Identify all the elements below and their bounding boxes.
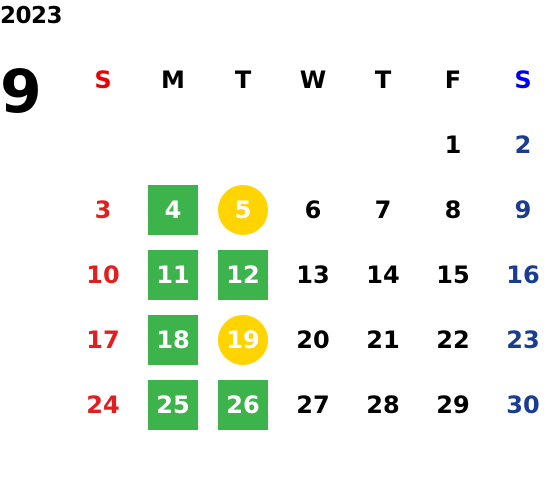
calendar-day-cell[interactable]: 9 — [488, 177, 548, 242]
calendar-day-cell[interactable]: 19 — [208, 307, 278, 372]
weekday-header-row: S M T W T F S — [68, 48, 548, 112]
day-number: 11 — [148, 249, 198, 300]
day-number: 10 — [86, 260, 120, 289]
day-number: 2 — [514, 130, 532, 159]
weekday-header-sunday: S — [94, 66, 112, 94]
weekday-header-friday: F — [444, 66, 462, 94]
day-number: 8 — [444, 195, 462, 224]
calendar-day-cell[interactable]: 27 — [278, 372, 348, 437]
calendar-day-cell[interactable]: 25 — [138, 372, 208, 437]
day-number: 3 — [94, 195, 112, 224]
day-number — [358, 120, 408, 170]
calendar-empty-cell — [348, 112, 418, 177]
day-number: 26 — [218, 379, 268, 430]
calendar-day-cell[interactable]: 4 — [138, 177, 208, 242]
day-number — [288, 120, 338, 170]
calendar-day-cell[interactable]: 17 — [68, 307, 138, 372]
day-number: 12 — [218, 249, 268, 300]
calendar-day-cell[interactable]: 6 — [278, 177, 348, 242]
day-number: 22 — [436, 325, 470, 354]
calendar-day-cell[interactable]: 30 — [488, 372, 548, 437]
day-number — [78, 120, 128, 170]
calendar-day-cell[interactable]: 11 — [138, 242, 208, 307]
calendar-day-cell[interactable]: 21 — [348, 307, 418, 372]
calendar-week-row: 24 25 26 27 28 29 30 — [68, 372, 548, 437]
calendar-day-cell[interactable]: 7 — [348, 177, 418, 242]
calendar-day-cell[interactable]: 13 — [278, 242, 348, 307]
weekday-header-saturday: S — [514, 66, 532, 94]
calendar-week-row: 10 11 12 13 14 15 16 — [68, 242, 548, 307]
calendar-day-cell[interactable]: 22 — [418, 307, 488, 372]
day-number: 24 — [86, 390, 120, 419]
calendar-day-cell[interactable]: 10 — [68, 242, 138, 307]
day-number: 1 — [444, 130, 462, 159]
day-number: 23 — [506, 325, 540, 354]
calendar-empty-cell — [138, 112, 208, 177]
day-number: 29 — [436, 390, 470, 419]
calendar-week-row: 17 18 19 20 21 22 23 — [68, 307, 548, 372]
calendar-empty-cell — [68, 112, 138, 177]
weekday-header-thursday: T — [374, 66, 392, 94]
weekday-header-monday: M — [161, 66, 185, 94]
day-number: 16 — [506, 260, 540, 289]
day-number: 17 — [86, 325, 120, 354]
calendar-day-cell[interactable]: 3 — [68, 177, 138, 242]
weekday-header-tuesday: T — [234, 66, 252, 94]
day-number: 15 — [436, 260, 470, 289]
day-number: 7 — [374, 195, 392, 224]
calendar-empty-cell — [278, 112, 348, 177]
day-number: 4 — [148, 184, 198, 235]
calendar-day-cell[interactable]: 2 — [488, 112, 548, 177]
month-number: 9 — [0, 57, 42, 127]
day-number: 9 — [514, 195, 532, 224]
calendar-day-cell[interactable]: 12 — [208, 242, 278, 307]
calendar-day-cell[interactable]: 20 — [278, 307, 348, 372]
calendar-day-cell[interactable]: 8 — [418, 177, 488, 242]
day-number: 18 — [148, 314, 198, 365]
calendar-day-cell[interactable]: 23 — [488, 307, 548, 372]
day-number: 28 — [366, 390, 400, 419]
calendar-day-cell[interactable]: 1 — [418, 112, 488, 177]
calendar-day-cell[interactable]: 26 — [208, 372, 278, 437]
day-number: 25 — [148, 379, 198, 430]
day-number: 14 — [366, 260, 400, 289]
day-number: 6 — [304, 195, 322, 224]
day-number: 5 — [218, 184, 268, 235]
day-number — [148, 120, 198, 170]
calendar-day-cell[interactable]: 16 — [488, 242, 548, 307]
calendar-day-cell[interactable]: 29 — [418, 372, 488, 437]
calendar-day-cell[interactable]: 24 — [68, 372, 138, 437]
calendar-day-cell[interactable]: 18 — [138, 307, 208, 372]
day-number: 21 — [366, 325, 400, 354]
calendar-day-cell[interactable]: 5 — [208, 177, 278, 242]
calendar-day-cell[interactable]: 14 — [348, 242, 418, 307]
calendar-empty-cell — [208, 112, 278, 177]
day-number: 13 — [296, 260, 330, 289]
day-number: 19 — [218, 314, 268, 365]
year-label: 2023 — [0, 3, 63, 29]
calendar-day-cell[interactable]: 15 — [418, 242, 488, 307]
day-number: 30 — [506, 390, 540, 419]
calendar-day-cell[interactable]: 28 — [348, 372, 418, 437]
day-number — [218, 120, 268, 170]
day-number: 20 — [296, 325, 330, 354]
weekday-header-wednesday: W — [299, 66, 327, 94]
day-number: 27 — [296, 390, 330, 419]
